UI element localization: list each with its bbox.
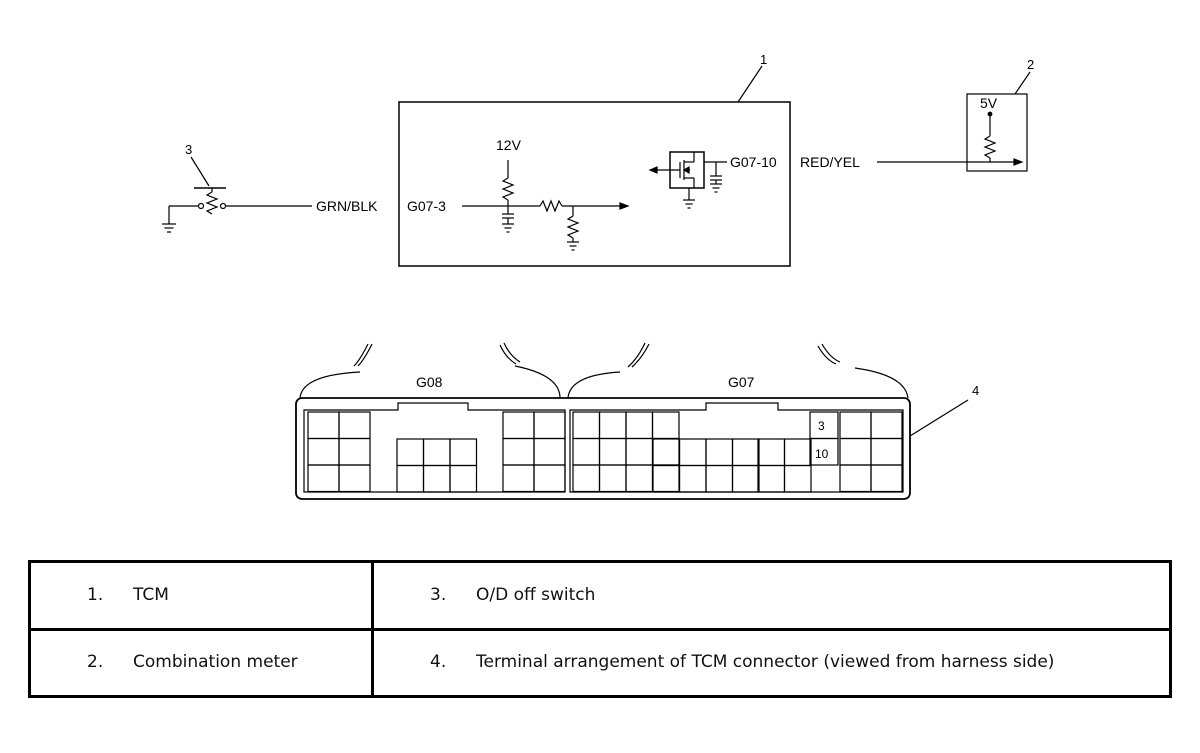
meter-box xyxy=(966,93,1028,172)
tcm-connector-housing xyxy=(295,397,911,500)
connector-pin-cell xyxy=(809,437,839,466)
connector-pin-cell xyxy=(598,437,627,466)
legend-item-text: Combination meter xyxy=(133,652,298,673)
connector-pin-cell xyxy=(625,437,654,466)
connector-pin-cell xyxy=(651,464,680,493)
connector-pin-cell xyxy=(449,438,478,467)
meter-resistor xyxy=(983,135,997,159)
pin-label-g07-3: G07-3 xyxy=(407,198,446,214)
connector-pin-cell xyxy=(731,438,760,467)
connector-pin-cell xyxy=(449,464,478,493)
wire-label-red-yel: RED/YEL xyxy=(800,154,860,170)
connector-pin-cell xyxy=(533,464,566,493)
tcm-pulldown-resistor xyxy=(566,215,580,239)
wiring-diagram: 1 2 3 4 GRN/BLK G07-3 G07-10 RED/YEL 12V… xyxy=(162,52,1034,500)
connector-g08-outline xyxy=(303,402,566,493)
legend-item: 4. Terminal arrangement of TCM connector … xyxy=(430,652,1155,673)
connector-label-g08: G08 xyxy=(416,374,443,390)
connector-pin-cell xyxy=(502,464,535,493)
connector-pin-cell xyxy=(598,411,627,440)
connector-pin-cell xyxy=(705,438,734,467)
connector-pin-cell xyxy=(652,464,681,493)
tcm-box xyxy=(398,101,791,267)
connector-pin-cell xyxy=(652,438,681,467)
callout-3-label: 3 xyxy=(185,142,192,157)
pin-number-3: 3 xyxy=(818,419,825,433)
legend-item-number: 4. xyxy=(430,652,447,673)
callout-2-label: 2 xyxy=(1027,57,1034,72)
connector-pin-cell xyxy=(870,437,903,466)
legend-row: 1. TCM 3. O/D off switch xyxy=(28,560,1172,631)
connector-pin-cell xyxy=(651,437,680,466)
legend-item: 1. TCM xyxy=(87,585,357,606)
connector-pin-cell xyxy=(396,438,425,467)
legend-table: 1. TCM 3. O/D off switch 2. Combination met… xyxy=(28,560,1172,698)
legend-cell: 2. Combination meter xyxy=(28,627,374,698)
connector-pin-cell xyxy=(533,411,566,440)
legend-item-number: 3. xyxy=(430,584,447,605)
connector-pin-cell xyxy=(783,438,812,467)
legend-item-number: 2. xyxy=(87,652,104,673)
connector-pin-cell xyxy=(307,411,340,440)
connector-pin-cell xyxy=(870,464,903,493)
connector-pin-cell xyxy=(625,464,654,493)
callout-1-leader xyxy=(737,65,763,103)
switch-contact-right xyxy=(219,202,227,210)
connector-pin-cell xyxy=(572,411,601,440)
connector-g07-outline xyxy=(569,402,904,493)
legend-row: 2. Combination meter 4. Terminal arrangeme… xyxy=(28,627,1172,698)
legend-item: 2. Combination meter xyxy=(87,652,357,673)
tcm-series-resistor xyxy=(539,199,563,213)
legend-item-number: 1. xyxy=(87,584,104,605)
connector-pin-cell xyxy=(757,438,786,467)
callout-1-label: 1 xyxy=(760,52,767,67)
callout-3-leader xyxy=(190,156,210,187)
connector-pin-cell xyxy=(839,411,872,440)
legend-item-text: Terminal arrangement of TCM connector (v… xyxy=(476,652,1055,673)
legend-cell: 1. TCM xyxy=(28,560,374,631)
supply-label-12v: 12V xyxy=(496,137,522,153)
callout-4-label: 4 xyxy=(972,383,979,398)
connector-pin-cell xyxy=(839,464,872,493)
switch-contact-left xyxy=(197,202,205,210)
callout-2-leader xyxy=(1014,71,1031,95)
legend-cell: 3. O/D off switch xyxy=(371,560,1172,631)
callout-4-leader xyxy=(909,399,969,437)
supply-label-5v: 5V xyxy=(980,95,998,111)
connector-pin-cell xyxy=(678,464,707,493)
connector-pin-cell xyxy=(705,464,734,493)
connector-pin-cell xyxy=(651,411,680,440)
connector-pin-cell xyxy=(598,464,627,493)
connector-pin-cell xyxy=(338,437,371,466)
legend-item-text: O/D off switch xyxy=(476,584,596,605)
pin-number-10: 10 xyxy=(815,447,829,461)
connector-pin-cell xyxy=(502,437,535,466)
connector-pin-cell xyxy=(422,438,451,467)
connector-pin-cell xyxy=(396,464,425,493)
tcm-pullup-resistor xyxy=(501,177,515,201)
switch-spring xyxy=(205,191,219,215)
connector-pin-cell xyxy=(307,437,340,466)
connector-pin-cell xyxy=(338,464,371,493)
connector-pin-cell xyxy=(502,411,535,440)
legend-cell: 4. Terminal arrangement of TCM connector … xyxy=(371,627,1172,698)
connector-pin-cell xyxy=(338,411,371,440)
pin-label-g07-10: G07-10 xyxy=(730,154,777,170)
connector-pin-cell xyxy=(731,464,760,493)
legend-item-text: TCM xyxy=(133,584,169,605)
connector-pin-cell xyxy=(422,464,451,493)
connector-pin-cell xyxy=(678,438,707,467)
connector-pin-cell xyxy=(783,464,812,493)
connector-pin-cell xyxy=(839,437,872,466)
connector-pin-cell xyxy=(572,464,601,493)
connector-pin-cell xyxy=(757,464,786,493)
connector-label-g07: G07 xyxy=(728,374,755,390)
wire-label-grn-blk: GRN/BLK xyxy=(316,198,378,214)
connector-pin-cell xyxy=(307,464,340,493)
connector-pin-cell xyxy=(572,437,601,466)
connector-pin-cell xyxy=(870,411,903,440)
legend-item: 3. O/D off switch xyxy=(430,585,1155,606)
connector-pin-cell xyxy=(533,437,566,466)
connector-pin-cell xyxy=(625,411,654,440)
